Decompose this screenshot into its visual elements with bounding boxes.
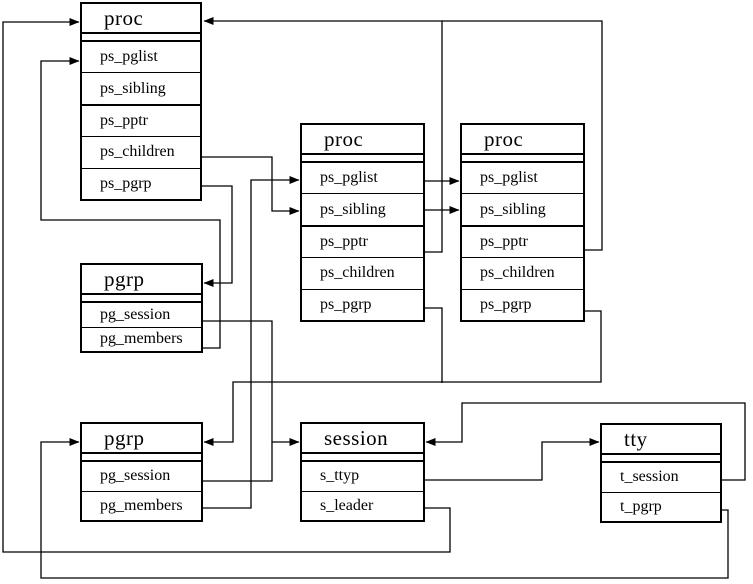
connector-child1-pgrp-join (425, 307, 443, 383)
proc-child1-field-ps_children: ps_children (302, 258, 423, 290)
pgrp-top-separator-band (82, 295, 201, 303)
proc-child2-field-ps_pptr: ps_pptr (462, 227, 583, 259)
proc-parent-field-ps_pptr: ps_pptr (82, 106, 200, 138)
proc-child2-field-ps_sibling: ps_sibling (462, 194, 583, 227)
pgrp-bottom-separator-band (82, 454, 201, 462)
proc-parent-separator-band (82, 34, 200, 42)
pgrp-bottom-field-pg_session: pg_session (82, 462, 201, 492)
pgrp-bottom-title: pgrp (82, 424, 201, 454)
proc-child1-field-ps_sibling: ps_sibling (302, 194, 423, 227)
proc-child2-field-ps_pglist: ps_pglist (462, 163, 583, 195)
tty-field-t_session: t_session (602, 463, 720, 493)
proc-parent-field-ps_sibling: ps_sibling (82, 73, 200, 106)
session-field-s_leader: s_leader (320, 496, 374, 514)
session-title: session (302, 424, 423, 454)
pgrp-top-title: pgrp (82, 265, 201, 295)
proc-child1-field-ps_pglist: ps_pglist (302, 163, 423, 195)
session-separator-band (302, 454, 423, 462)
proc-child1-field-ps_pptr: ps_pptr (302, 227, 423, 259)
session-field-s_ttyp: s_ttyp (302, 462, 423, 492)
connector-pgrp-top-session-to-session (202, 320, 300, 446)
proc-parent-field-ps_pglist: ps_pglist (82, 42, 200, 74)
proc-child2-separator-band (462, 155, 583, 163)
tty-box: tty t_session t_pgrp (600, 423, 722, 523)
connector-session-ttyp-to-tty (425, 438, 600, 481)
proc-child1-separator-band (302, 155, 423, 163)
pgrp-bottom-box: pgrp pg_session pg_members (80, 422, 203, 522)
tty-separator-band (602, 455, 720, 463)
connector-pgrp-bottom-members-to-child1-pglist (202, 176, 300, 509)
proc-child2-title: proc (462, 125, 583, 155)
proc-child1-title: proc (302, 125, 423, 155)
connector-pgrp-bottom-session-join (202, 442, 273, 482)
proc-parent-title: proc (82, 4, 200, 34)
pgrp-bottom-field-pg_members: pg_members (100, 496, 183, 514)
session-box: session s_ttyp s_leader (300, 422, 425, 522)
pgrp-top-box: pgrp pg_session pg_members (80, 263, 203, 353)
pgrp-top-field-pg_members: pg_members (100, 330, 183, 348)
proc-child1-field-ps_pgrp: ps_pgrp (320, 295, 372, 313)
proc-parent-field-ps_pgrp: ps_pgrp (100, 174, 152, 192)
tty-field-t_pgrp: t_pgrp (620, 497, 662, 515)
tty-title: tty (602, 425, 720, 455)
connector-parent-children-to-child1-sibling (202, 156, 300, 215)
proc-child2-field-ps_pgrp: ps_pgrp (480, 295, 532, 313)
proc-child2-field-ps_children: ps_children (462, 258, 583, 290)
pgrp-top-field-pg_session: pg_session (82, 303, 201, 328)
connector-parent-pgrp-to-pgrp-top (202, 185, 233, 287)
proc-parent-field-ps_children: ps_children (82, 137, 200, 169)
